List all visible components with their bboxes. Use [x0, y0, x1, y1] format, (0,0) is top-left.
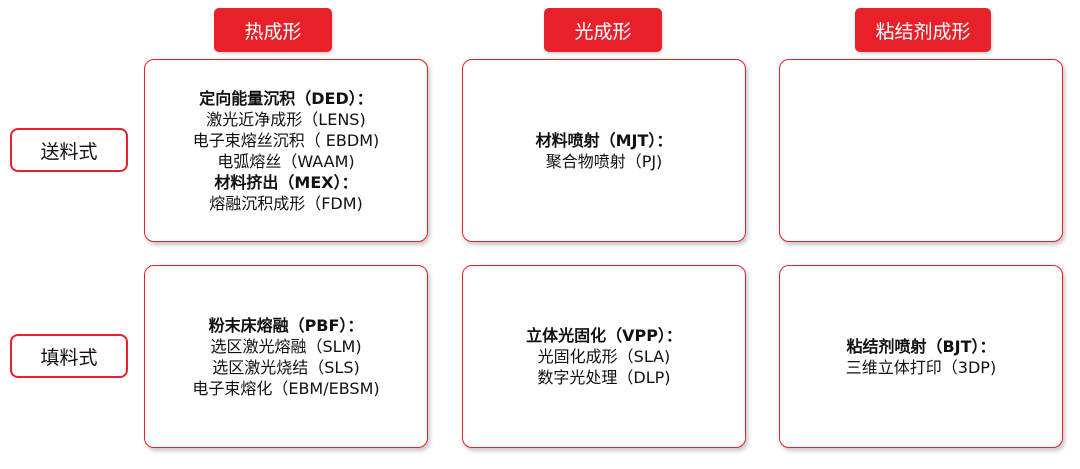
cell-fill-binder: 粘结剂喷射（BJT）：三维立体打印（3DP) — [779, 265, 1063, 448]
cell-fill-thermal: 粉末床熔融（PBF）：选区激光熔融（SLM)选区激光烧结（SLS)电子束熔化（E… — [144, 265, 428, 448]
cell-fill-photo: 立体光固化（VPP）： 光固化成形（SLA) 数字光处理（DLP) — [462, 265, 746, 448]
process-item-label: 数字光处理（DLP) — [537, 368, 671, 387]
process-item-label: 熔融沉积成形（FDM) — [209, 193, 363, 213]
column-header-thermal-forming: 热成形 — [214, 8, 332, 52]
process-category-label: 定向能量沉积（DED）： — [199, 88, 373, 108]
column-header-binder-forming: 粘结剂成形 — [855, 8, 991, 52]
cell-feed-photo: 材料喷射（MJT）：聚合物喷射（PJ) — [462, 59, 746, 242]
column-header-photo-forming: 光成形 — [544, 8, 662, 52]
process-category-label: 材料挤出（MEX）： — [214, 172, 358, 192]
process-item-label: 电弧熔丝（WAAM) — [217, 151, 355, 171]
cell-feed-thermal: 定向能量沉积（DED）：激光近净成形（LENS)电子束熔丝沉积（ EBDM)电弧… — [144, 59, 428, 242]
process-item-label: 选区激光烧结（SLS) — [212, 357, 360, 377]
process-item-label: 电子束熔丝沉积（ EBDM) — [192, 130, 380, 150]
process-category-label: 粘结剂喷射（BJT）： — [846, 336, 996, 356]
process-item-label: 电子束熔化（EBM/EBSM) — [192, 378, 380, 398]
row-header-fill-type: 填料式 — [10, 334, 128, 378]
row-header-feed-type: 送料式 — [10, 128, 128, 172]
process-item-label: 激光近净成形（LENS) — [206, 109, 366, 129]
process-item-label: 聚合物喷射（PJ) — [545, 151, 663, 171]
process-item-label: 三维立体打印（3DP) — [845, 357, 997, 377]
process-item-label: 光固化成形（SLA) — [537, 347, 671, 366]
process-category-label: 材料喷射（MJT）： — [535, 130, 673, 150]
process-item-label: 选区激光熔融（SLM) — [210, 336, 362, 356]
process-category-label: 立体光固化（VPP）： — [526, 326, 682, 345]
cell-feed-binder — [779, 59, 1063, 242]
process-category-label: 粉末床熔融（PBF）： — [208, 315, 364, 335]
